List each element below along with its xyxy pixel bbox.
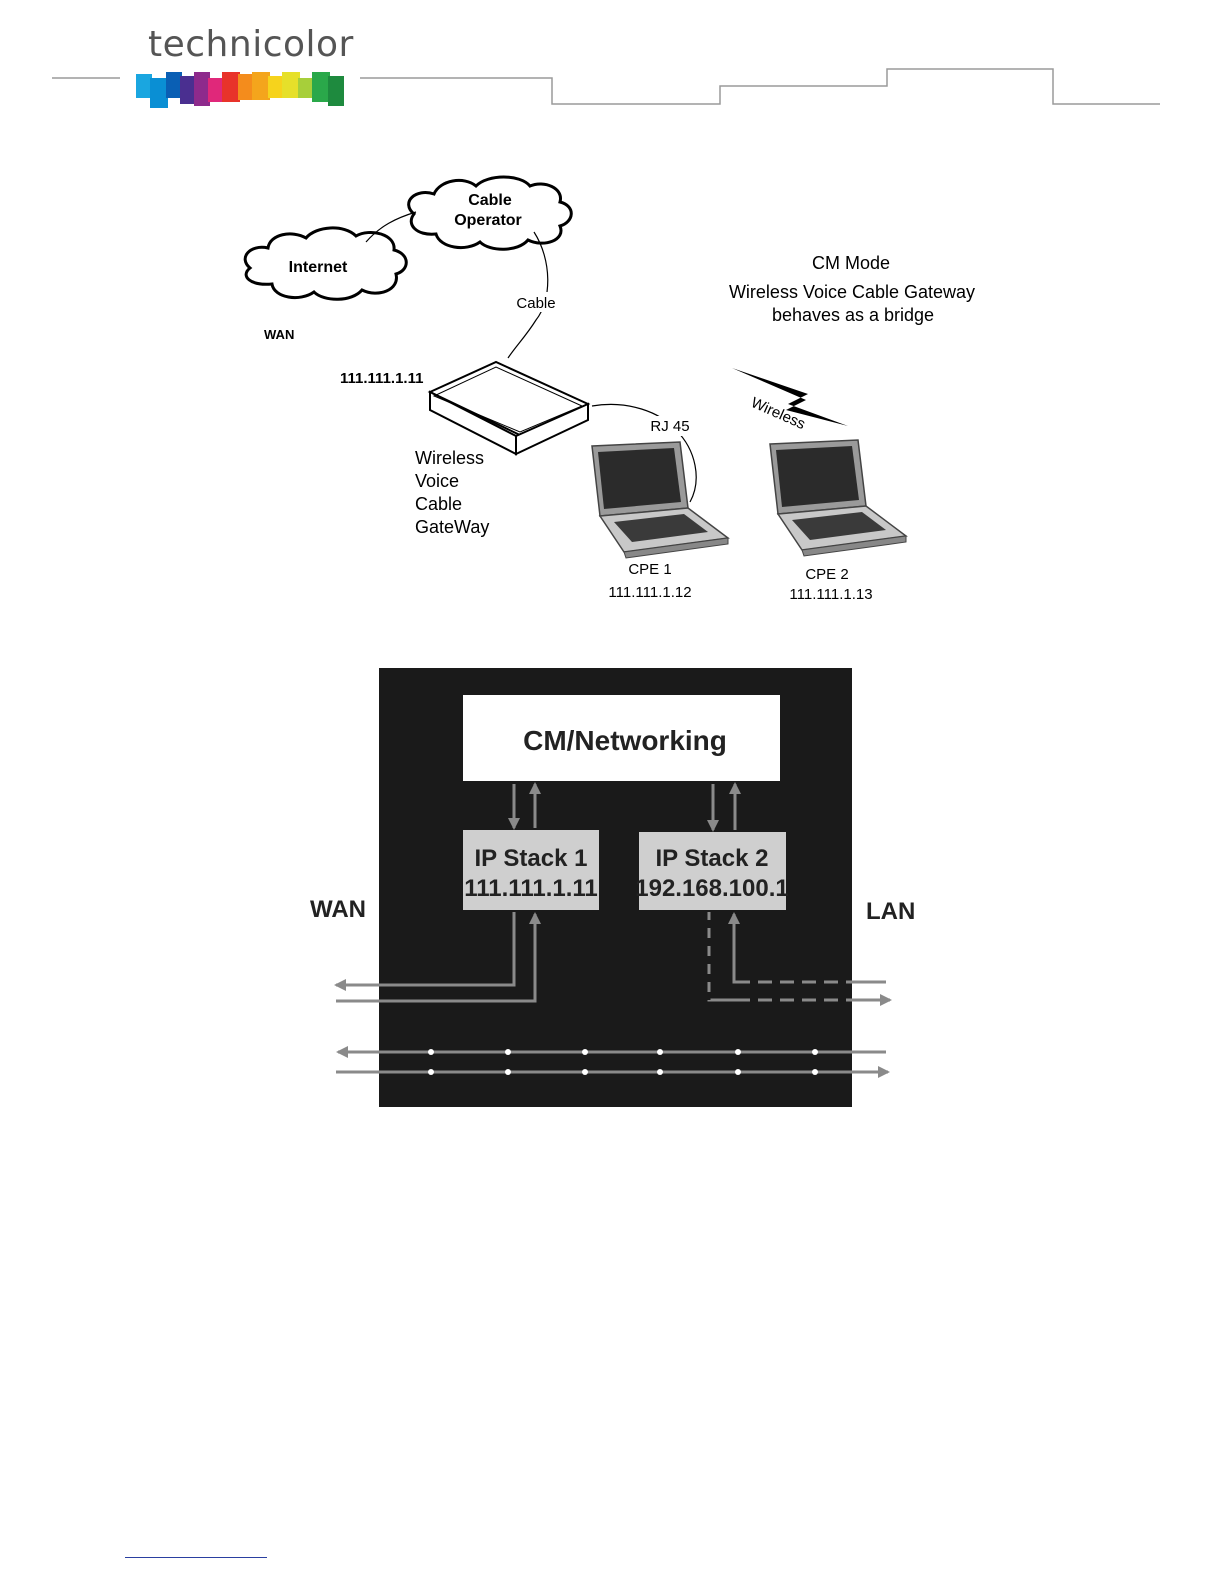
- logo-block: [298, 78, 314, 98]
- logo-block: [312, 72, 330, 102]
- ip-stack2-name: IP Stack 2: [656, 845, 769, 872]
- logo-block: [238, 74, 254, 100]
- gateway-label-line1: Wireless: [415, 448, 484, 468]
- logo-block: [194, 72, 210, 106]
- mode-line2: behaves as a bridge: [772, 305, 934, 325]
- footer-rule: [125, 1557, 267, 1558]
- logo-block: [222, 72, 240, 102]
- network-diagram: Internet Cable Operator Cable WAN 111.11…: [220, 160, 1020, 610]
- technicolor-logo-mark: [136, 72, 344, 108]
- cable-label: Cable: [516, 295, 555, 312]
- logo-block: [328, 76, 344, 106]
- cable-operator-label-line1: Cable: [468, 192, 512, 209]
- wan-label: WAN: [264, 327, 294, 342]
- gateway-label-line3: Cable: [415, 494, 462, 514]
- cm-networking-label: CM/Networking: [523, 725, 727, 756]
- logo-block: [208, 78, 224, 102]
- stack-lan-label: LAN: [866, 898, 915, 925]
- rj45-label: RJ 45: [650, 418, 689, 435]
- cpe1-ip: 111.111.1.12: [608, 584, 691, 601]
- logo-block: [136, 74, 152, 98]
- cpe2-ip: 111.111.1.13: [789, 586, 872, 603]
- gateway-label-line4: GateWay: [415, 517, 489, 537]
- gateway-label-line2: Voice: [415, 471, 459, 491]
- ip-stack-diagram: CM/Networking IP Stack 1 111.111.1.11 IP…: [300, 660, 920, 1120]
- cpe1-name: CPE 1: [628, 561, 671, 578]
- cable-operator-label-line2: Operator: [454, 212, 522, 229]
- mode-title: CM Mode: [812, 253, 890, 273]
- logo-block: [166, 72, 182, 98]
- logo-block: [180, 76, 196, 104]
- logo-block: [150, 78, 168, 108]
- header-stepped-rule: [360, 69, 1160, 104]
- laptop-cpe1-icon: [592, 442, 728, 558]
- cpe2-name: CPE 2: [805, 566, 848, 583]
- logo-block: [282, 72, 300, 98]
- logo-block: [252, 72, 270, 100]
- mode-line1: Wireless Voice Cable Gateway: [729, 282, 975, 302]
- internet-label: Internet: [289, 259, 348, 276]
- gateway-ip: 111.111.1.11: [340, 370, 423, 387]
- ip-stack2-ip: 192.168.100.1: [635, 875, 788, 902]
- gateway-device-icon: [430, 362, 588, 454]
- laptop-cpe2-icon: [770, 440, 906, 556]
- logo-block: [268, 76, 284, 98]
- brand-wordmark: technicolor: [148, 24, 354, 65]
- ip-stack1-ip: 111.111.1.11: [464, 875, 598, 902]
- stack-wan-label: WAN: [310, 896, 366, 923]
- ip-stack1-name: IP Stack 1: [475, 845, 588, 872]
